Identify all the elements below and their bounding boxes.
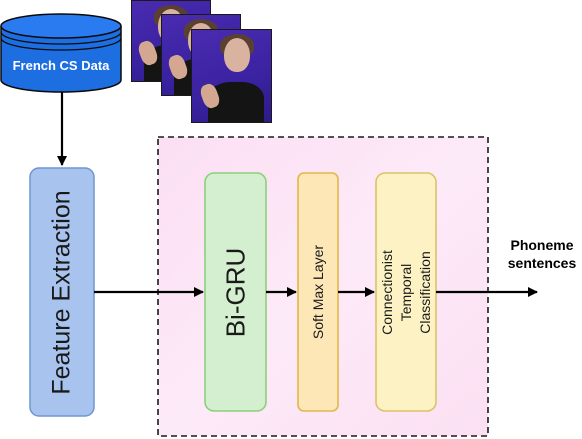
video-frame-3 <box>191 29 272 123</box>
output-line-2: sentences <box>507 255 577 271</box>
ctc-text: Connectionist Temporal Classification <box>378 249 433 335</box>
softmax-label: Soft Max Layer <box>298 173 338 411</box>
feature-extraction-label: Feature Extraction <box>30 168 94 416</box>
bigru-text: Bi-GRU <box>220 247 250 337</box>
output-label: Phoneme sentences <box>500 236 582 272</box>
database-label: French CS Data <box>12 58 110 73</box>
output-line-1: Phoneme <box>510 237 574 253</box>
softmax-text: Soft Max Layer <box>310 244 326 340</box>
bigru-label: Bi-GRU <box>205 173 266 411</box>
database-cylinder-icon <box>0 13 122 93</box>
ctc-label: Connectionist Temporal Classification <box>376 173 436 411</box>
feature-extraction-text: Feature Extraction <box>47 189 76 395</box>
